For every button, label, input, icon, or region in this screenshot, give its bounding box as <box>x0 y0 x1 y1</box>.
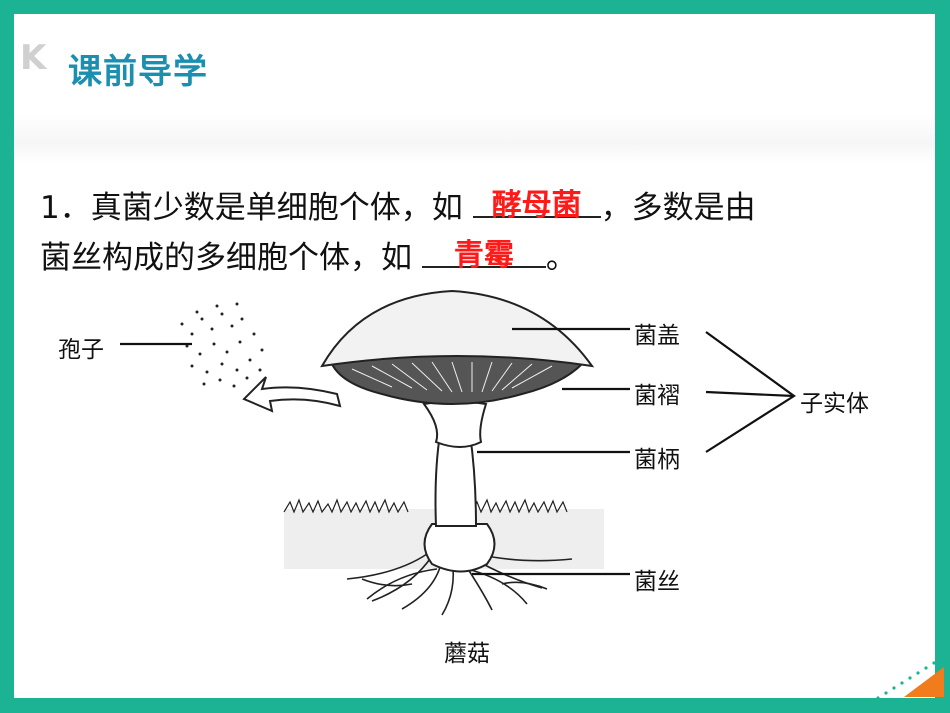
spore-arrow <box>242 376 342 413</box>
answer-blank-2[interactable]: 青霉 <box>421 236 546 273</box>
label-spore: 孢子 <box>58 337 104 363</box>
header-divider <box>14 114 935 164</box>
mushroom-illustration <box>120 289 796 616</box>
k-logo: K <box>20 38 46 78</box>
base-bulb <box>423 523 496 573</box>
question-number: 1． <box>40 190 91 226</box>
question-text-1b: ，多数是由 <box>600 190 756 226</box>
question-text-2b: 。 <box>545 240 577 276</box>
label-fruiting-body: 子实体 <box>800 391 869 417</box>
answer-blank-1[interactable]: 酵母菌 <box>472 186 601 223</box>
answer-1: 酵母菌 <box>491 188 582 223</box>
spore-cloud <box>180 302 264 388</box>
mushroom-diagram: 孢子 菌盖 菌褶 菌柄 菌丝 子实体 蘑菇 <box>32 284 912 684</box>
label-hyphae: 菌丝 <box>634 569 680 595</box>
cap <box>320 289 595 368</box>
label-stalk: 菌柄 <box>634 447 680 473</box>
answer-2: 青霉 <box>453 238 514 273</box>
gills <box>330 353 585 405</box>
question-text-2a: 菌丝构成的多细胞个体，如 <box>40 240 412 276</box>
page-title: 课前导学 <box>68 52 208 92</box>
question-line-1: 1．真菌少数是单细胞个体，如 酵母菌 ，多数是由 <box>40 182 756 227</box>
label-gills: 菌褶 <box>634 383 680 409</box>
gill-lines <box>351 361 553 393</box>
stalk <box>434 433 478 527</box>
slide-card: K 课前导学 1．真菌少数是单细胞个体，如 酵母菌 ，多数是由 菌丝构成的多细胞个… <box>14 14 935 698</box>
label-cap: 菌盖 <box>634 323 680 349</box>
leader-lines <box>120 327 796 576</box>
question-line-2: 菌丝构成的多细胞个体，如 青霉。 <box>40 232 577 277</box>
grass-line <box>283 498 568 514</box>
corner-decoration <box>860 661 944 711</box>
diagram-caption: 蘑菇 <box>444 641 490 667</box>
question-text-1a: 真菌少数是单细胞个体，如 <box>90 190 463 226</box>
ring <box>422 400 488 448</box>
